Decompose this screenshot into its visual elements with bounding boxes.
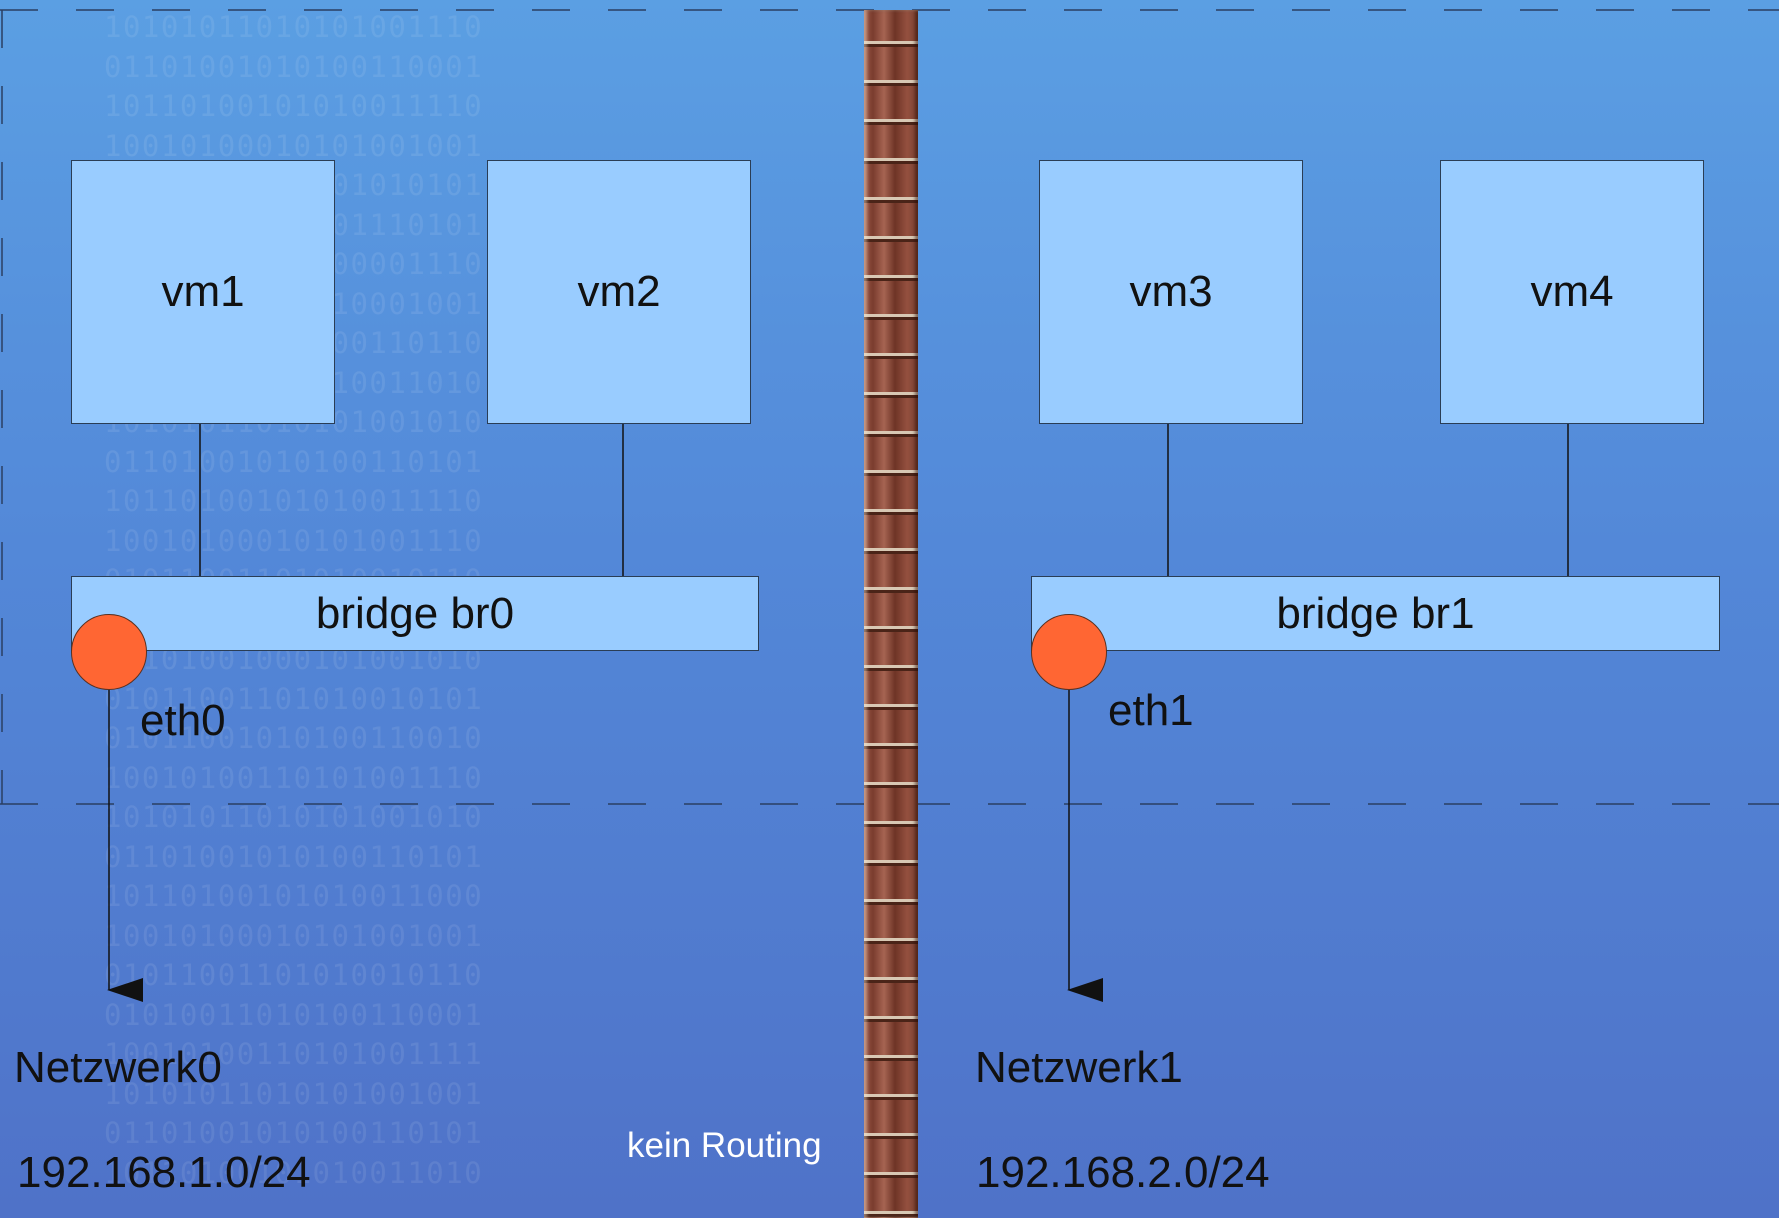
bridge-label: bridge br0 (315, 588, 515, 638)
interface-eth1-label: eth1 (1108, 686, 1194, 735)
bridge-label: bridge br1 (1276, 588, 1475, 638)
vm-node-vm4: vm4 (1440, 160, 1704, 424)
network-name-left: Netzwerk0 (14, 1043, 222, 1092)
bridge-br1: bridge br1 (1031, 576, 1720, 651)
interface-eth0-label: eth0 (140, 696, 226, 745)
subnet-left: 192.168.1.0/24 (17, 1148, 311, 1197)
vm-label: vm3 (1129, 267, 1213, 316)
vm-node-vm2: vm2 (487, 160, 751, 424)
bridge-br0: bridge br0 (71, 576, 759, 651)
no-routing-label: kein Routing (627, 1126, 822, 1165)
host-boundary (0, 9, 1779, 805)
vm-node-vm3: vm3 (1039, 160, 1303, 424)
interface-eth1-node (1031, 614, 1107, 690)
vm-label: vm4 (1530, 267, 1614, 316)
vm-label: vm2 (577, 267, 661, 316)
subnet-right: 192.168.2.0/24 (976, 1148, 1270, 1197)
firewall-brick-wall (864, 10, 918, 1218)
vm-label: vm1 (161, 267, 245, 316)
vm-node-vm1: vm1 (71, 160, 335, 424)
interface-eth0-node (71, 614, 147, 690)
network-name-right: Netzwerk1 (975, 1043, 1183, 1092)
